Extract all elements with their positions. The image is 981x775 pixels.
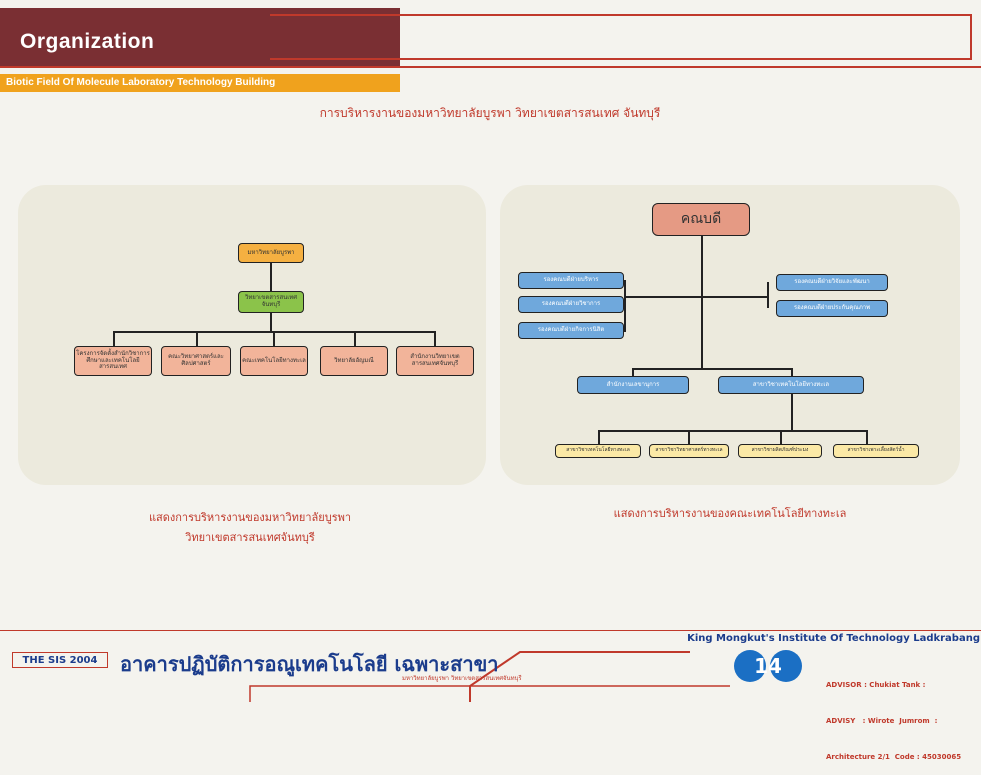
connector xyxy=(270,313,272,331)
connector xyxy=(701,296,767,298)
page-number-badge: 14 xyxy=(734,650,802,682)
org-box-office: สำนักงานเลขานุการ xyxy=(577,376,689,394)
footer-title: อาคารปฏิบัติการอณูเทคโนโลยี เฉพาะสาขา xyxy=(120,652,499,676)
footer-frame xyxy=(249,651,730,702)
advisy-line: ADVISY : Wirote Jumrom : xyxy=(826,717,938,725)
org-box-unit: สำนักงานวิทยาเขตสารสนเทศจันทบุรี xyxy=(396,346,474,376)
org-box-campus: วิทยาเขตสารสนเทศจันทบุรี xyxy=(238,291,304,313)
org-box-university: มหาวิทยาลัยบูรพา xyxy=(238,243,304,263)
org-box-deputy: รองคณบดีฝ่ายประกันคุณภาพ xyxy=(776,300,888,317)
connector xyxy=(354,331,356,346)
org-box-deputy: รองคณบดีฝ่ายบริหาร xyxy=(518,272,624,289)
connector xyxy=(767,282,769,308)
connector xyxy=(791,368,793,376)
org-box-deputy: รองคณบดีฝ่ายกิจการนิสิต xyxy=(518,322,624,339)
main-caption: การบริหารงานของมหาวิทยาลัยบูรพา วิทยาเขต… xyxy=(319,106,661,120)
page-subtitle: Biotic Field Of Molecule Laboratory Tech… xyxy=(0,74,400,92)
connector xyxy=(701,236,703,368)
connector xyxy=(632,368,634,376)
advisor-block: ADVISOR : Chukiat Tank : ADVISY : Wirote… xyxy=(826,655,961,775)
org-box-program: สาขาวิชาผลิตภัณฑ์ประมง xyxy=(738,444,822,458)
course-line: Architecture 2/1 Code : 45030065 xyxy=(826,753,962,761)
right-chart-caption: แสดงการบริหารงานของคณะเทคโนโลยีทางทะเล xyxy=(613,507,847,520)
header-band xyxy=(0,8,400,66)
left-chart-caption-1: แสดงการบริหารงานของมหาวิทยาลัยบูรพา xyxy=(148,511,352,524)
connector xyxy=(624,280,626,332)
connector xyxy=(598,430,600,444)
institute-name: King Mongkut's Institute Of Technology L… xyxy=(687,633,980,644)
left-chart-panel xyxy=(18,185,486,485)
footer-badge: THE SIS 2004 xyxy=(12,652,108,668)
header-divider xyxy=(0,66,981,68)
connector xyxy=(270,263,272,291)
org-box-department: สาขาวิชาเทคโนโลยีทางทะเล xyxy=(718,376,864,394)
connector xyxy=(866,430,868,444)
connector xyxy=(688,430,690,444)
page-title: Organization xyxy=(20,30,155,53)
connector xyxy=(624,296,635,298)
org-box-program: สาขาวิชาเพาะเลี้ยงสัตว์น้ำ xyxy=(833,444,919,458)
org-box-deputy: รองคณบดีฝ่ายวิชาการ xyxy=(518,296,624,313)
connector xyxy=(273,331,275,346)
org-box-unit: คณะเทคโนโลยีทางทะเล xyxy=(240,346,308,376)
connector xyxy=(635,296,701,298)
org-box-unit: คณะวิทยาศาสตร์และศิลปศาสตร์ xyxy=(161,346,231,376)
org-box-unit: วิทยาลัยอัญมณี xyxy=(320,346,388,376)
header-frame xyxy=(270,14,972,60)
org-box-dean: คณบดี xyxy=(652,203,750,236)
connector xyxy=(113,331,115,346)
org-box-unit: โครงการจัดตั้งสำนักวิชาการศึกษาและเทคโนโ… xyxy=(74,346,152,376)
page-number: 14 xyxy=(754,654,782,678)
connector xyxy=(598,430,866,432)
connector xyxy=(791,394,793,430)
org-box-program: สาขาวิชาเทคโนโลยีทางทะเล xyxy=(555,444,641,458)
connector xyxy=(434,331,436,346)
connector xyxy=(196,331,198,346)
footer-subtitle: มหาวิทยาลัยบูรพา วิทยาเขตสารสนเทศจันทบุร… xyxy=(402,675,522,682)
footer-divider xyxy=(0,630,981,631)
org-box-deputy: รองคณบดีฝ่ายวิจัยและพัฒนา xyxy=(776,274,888,291)
advisor-line: ADVISOR : Chukiat Tank : xyxy=(826,681,926,689)
left-chart-caption-2: วิทยาเขตสารสนเทศจันทบุรี xyxy=(185,531,315,544)
connector xyxy=(780,430,782,444)
org-box-program: สาขาวิชาวิทยาศาสตร์ทางทะเล xyxy=(649,444,729,458)
connector xyxy=(632,368,792,370)
